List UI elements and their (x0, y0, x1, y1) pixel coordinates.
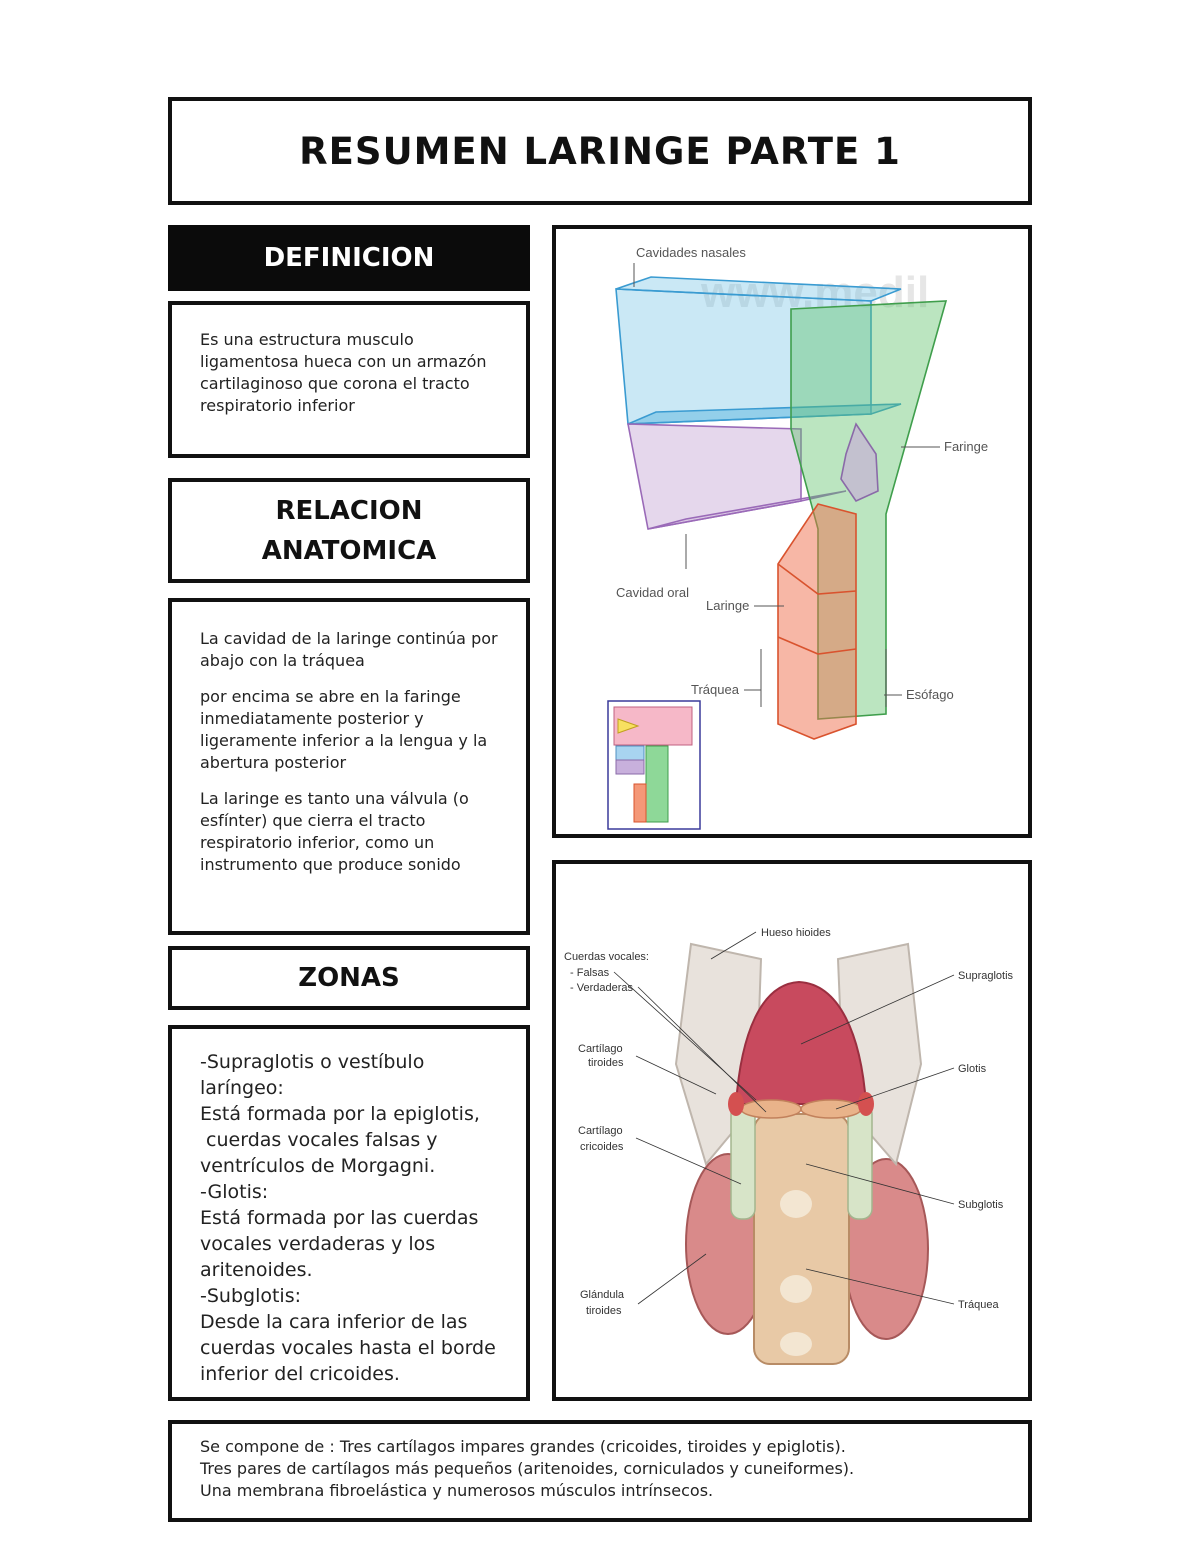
vocal-fold-left (740, 1099, 802, 1119)
arytenoid-left (728, 1092, 744, 1116)
orientation-inset (607, 700, 701, 830)
larynx-edge (777, 563, 857, 595)
relacion-paragraph: por encima se abre en la faringe inmedia… (200, 687, 488, 772)
zonas-line: -Supraglotis o vestíbulo laríngeo: (200, 1051, 425, 1099)
relacion-heading-line2: ANATOMICA (261, 535, 437, 566)
larynx-diagram: Cuerdas vocales: - Falsas - Verdaderas C… (564, 927, 1014, 1365)
footer-box: Se compone de : Tres cartílagos impares … (168, 1420, 1032, 1522)
label-cartilago-cricoides-1: Cartílago (578, 1125, 623, 1137)
label-esofago: Esófago (906, 687, 954, 702)
zonas-line: -Glotis: (200, 1181, 269, 1203)
label-verdaderas: - Verdaderas (570, 982, 633, 994)
label-cuerdas-vocales: Cuerdas vocales: (564, 951, 649, 963)
zonas-line: ventrículos de Morgagni. (200, 1155, 436, 1177)
label-traquea-2: Tráquea (958, 1299, 999, 1311)
airway-diagram-box: www.medil Cavidades nasales Faringe Cavi… (552, 225, 1032, 838)
label-faringe: Faringe (944, 439, 988, 454)
zonas-line: vocales verdaderas y los (200, 1233, 436, 1255)
relacion-body-box: La cavidad de la laringe continúa por ab… (168, 598, 530, 935)
arytenoid-right (858, 1092, 874, 1116)
trachea-shape (753, 1113, 850, 1365)
definicion-heading-box: DEFINICION (168, 225, 530, 291)
zonas-line: Desde la cara inferior de las (200, 1311, 468, 1333)
label-glotis: Glotis (958, 1063, 987, 1075)
zonas-line: Está formada por la epiglotis, (200, 1103, 480, 1125)
definicion-heading: DEFINICION (263, 242, 435, 273)
definicion-text: Es una estructura musculo ligamentosa hu… (200, 330, 487, 415)
definicion-body-box: Es una estructura musculo ligamentosa hu… (168, 301, 530, 458)
footer-line: Una membrana fibroelástica y numerosos m… (200, 1481, 714, 1500)
label-glandula-tiroides-2: tiroides (586, 1305, 622, 1317)
footer-line: Se compone de : Tres cartílagos impares … (200, 1437, 846, 1456)
zonas-line: cuerdas vocales hasta el borde (200, 1337, 496, 1359)
relacion-heading-line1: RELACION (275, 495, 423, 526)
cricoid-left (730, 1103, 756, 1220)
zonas-body-box: -Supraglotis o vestíbulo laríngeo: Está … (168, 1025, 530, 1401)
label-subglotis: Subglotis (958, 1199, 1004, 1211)
label-cavidad-oral: Cavidad oral (616, 585, 689, 600)
relacion-paragraph: La cavidad de la laringe continúa por ab… (200, 629, 498, 670)
label-cartilago-tiroides-1: Cartílago (578, 1043, 623, 1055)
zonas-heading: ZONAS (298, 962, 400, 993)
zonas-line: aritenoides. (200, 1259, 313, 1281)
trachea-ring (780, 1190, 812, 1218)
larynx-diagram-box: Cuerdas vocales: - Falsas - Verdaderas C… (552, 860, 1032, 1401)
relacion-paragraph: La laringe es tanto una válvula (o esfín… (200, 789, 469, 874)
label-laringe: Laringe (706, 598, 749, 613)
vocal-fold-right (800, 1099, 862, 1119)
oral-cavity-base (647, 490, 847, 530)
title-box: RESUMEN LARINGE PARTE 1 (168, 97, 1032, 205)
zonas-line: inferior del cricoides. (200, 1363, 400, 1385)
label-traquea: Tráquea (691, 682, 740, 697)
epiglottis-shape (840, 422, 879, 503)
airway-diagram: www.medil Cavidades nasales Faringe Cavi… (607, 245, 988, 830)
cricoid-right (847, 1103, 873, 1220)
trachea-ring (780, 1332, 812, 1356)
footer-line: Tres pares de cartílagos más pequeños (a… (200, 1459, 855, 1478)
zonas-line: Está formada por las cuerdas (200, 1207, 479, 1229)
label-cartilago-cricoides-2: cricoides (580, 1141, 624, 1153)
relacion-heading-box: RELACION ANATOMICA (168, 478, 530, 583)
supraglottis-shape (734, 980, 868, 1105)
trachea-ring (780, 1275, 812, 1303)
larynx-trachea (777, 503, 857, 740)
trachea-edge (777, 636, 857, 655)
label-glandula-tiroides-1: Glándula (580, 1289, 625, 1301)
nasal-cavity-floor (627, 403, 902, 425)
zonas-line: -Subglotis: (200, 1285, 302, 1307)
page-title: RESUMEN LARINGE PARTE 1 (299, 129, 901, 173)
label-falsas: - Falsas (570, 967, 610, 979)
zonas-heading-box: ZONAS (168, 946, 530, 1010)
nasal-cavity-top (615, 276, 902, 302)
relacion-heading: RELACION ANATOMICA (262, 491, 437, 571)
zonas-line: cuerdas vocales falsas y (200, 1129, 438, 1151)
label-supraglotis: Supraglotis (958, 970, 1014, 982)
label-cartilago-tiroides-2: tiroides (588, 1057, 624, 1069)
label-cavidades-nasales: Cavidades nasales (636, 245, 746, 260)
label-hueso-hioides: Hueso hioides (761, 927, 831, 939)
